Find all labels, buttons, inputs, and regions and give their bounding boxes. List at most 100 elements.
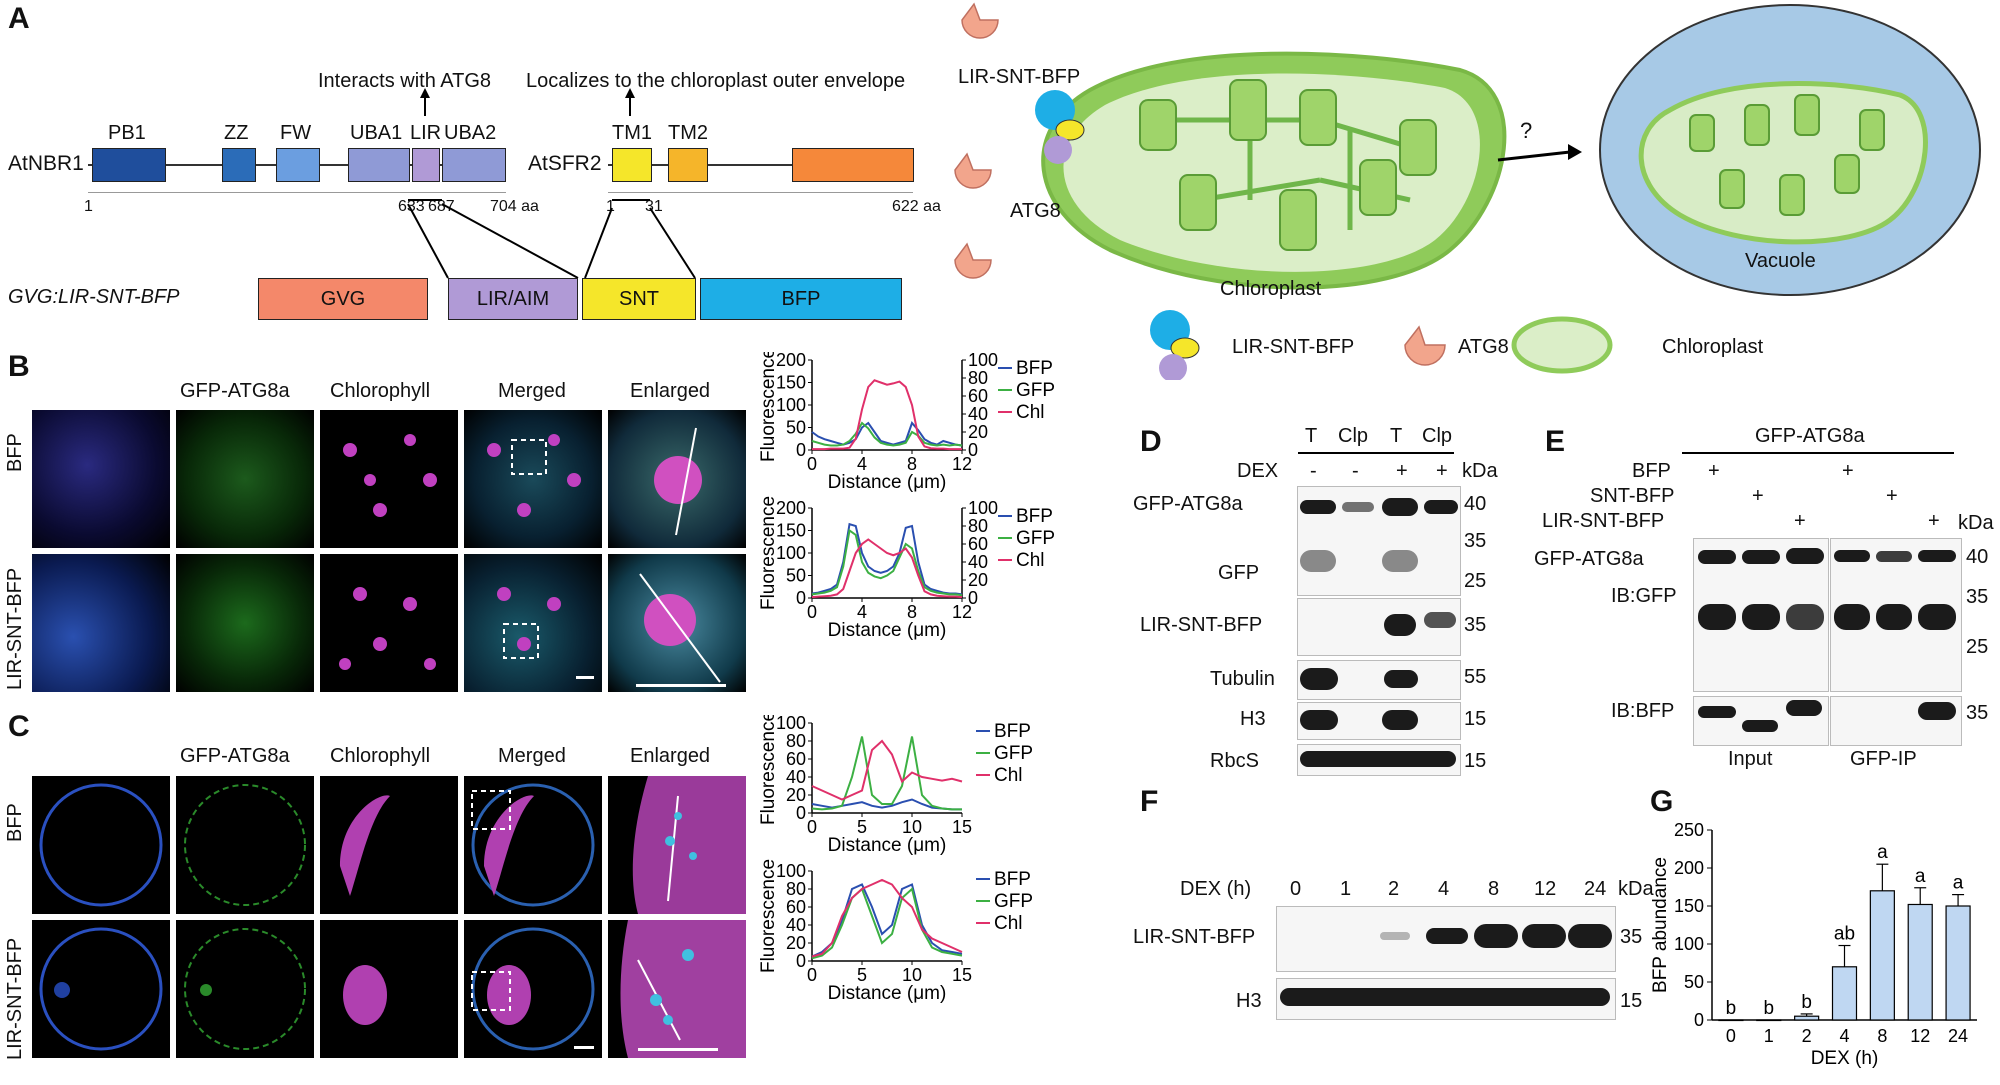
- profile-xlabel: Distance (μm): [828, 983, 947, 1004]
- profile-series-bfp: [811, 522, 963, 596]
- d-dex-1: -: [1310, 460, 1317, 482]
- g-ylabel: BFP abundance: [1650, 857, 1671, 993]
- e-band-in-free-3: [1786, 604, 1824, 630]
- d-marker-55: 55: [1464, 666, 1487, 688]
- profile-legend-bfp: BFP: [1016, 506, 1053, 527]
- profile-series-chl: [811, 739, 963, 801]
- e-label-ibbfp: IB:BFP: [1611, 700, 1675, 722]
- e-marker-35b: 35: [1966, 702, 1989, 724]
- profile-y2tick-label: 40: [968, 404, 988, 424]
- e-band-bfp-in-3: [1786, 700, 1822, 716]
- f-band-lir-4: [1426, 928, 1468, 944]
- profile-xtick-label: 10: [902, 817, 922, 837]
- legend-atg8: ATG8: [1458, 336, 1509, 358]
- nbr1-tick-633: 633: [398, 198, 425, 215]
- micrograph-c-lir-chl: [320, 920, 458, 1058]
- d-band-h3-1: [1300, 710, 1338, 730]
- d-marker-35a: 35: [1464, 530, 1487, 552]
- sfr2-tick-1: 1: [606, 198, 615, 215]
- e-band-bfp-ip-3: [1918, 702, 1956, 720]
- g-xtick-label: 4: [1839, 1026, 1849, 1046]
- panel-letter-e: E: [1545, 425, 1566, 458]
- sfr2-annotation: Localizes to the chloroplast outer envel…: [526, 70, 906, 92]
- label-zz: ZZ: [224, 122, 249, 144]
- profile-xtick-label: 5: [857, 965, 867, 985]
- f-marker-35: 35: [1620, 926, 1643, 948]
- f-kda: kDa: [1618, 878, 1654, 900]
- construct-name: GVG:LIR-SNT-BFP: [8, 286, 180, 308]
- d-col-2: Clp: [1338, 425, 1369, 447]
- e-plus-5: +: [1886, 485, 1898, 507]
- profile-series-gfp: [811, 887, 963, 960]
- e-row-bfp: BFP: [1632, 460, 1671, 482]
- profile-y2tick-label: 100: [968, 352, 998, 370]
- profile-series-bfp: [811, 883, 963, 958]
- schematic-chloroplast-label: Chloroplast: [1220, 278, 1322, 300]
- schematic-lir-snt-bfp-label: LIR-SNT-BFP: [958, 66, 1081, 88]
- profile-ytick-label: 200: [776, 498, 806, 518]
- profile-ytick-label: 0: [796, 803, 806, 823]
- d-band-h3-3: [1382, 710, 1418, 730]
- profile-series-gfp: [811, 528, 963, 597]
- profile-ytick-label: 40: [786, 915, 806, 935]
- profile-xtick-label: 4: [857, 454, 867, 474]
- d-marker-40: 40: [1464, 493, 1487, 515]
- e-band-ip-free-1: [1834, 604, 1870, 630]
- domain-zz: [222, 148, 256, 182]
- micrograph-b-lir-merged: [464, 554, 602, 692]
- profile-xtick-label: 12: [952, 454, 972, 474]
- f-row-lir: LIR-SNT-BFP: [1133, 926, 1256, 948]
- domain-uba1: [348, 148, 410, 182]
- profile-ytick-label: 200: [776, 352, 806, 370]
- domain-lir: [412, 148, 440, 182]
- d-dex-2: -: [1352, 460, 1359, 482]
- panel-c-col-gfp-atg8a: GFP-ATG8a: [180, 745, 290, 767]
- profile-ytick-label: 20: [786, 933, 806, 953]
- nbr1-tick-704: 704 aa: [490, 198, 539, 215]
- g-ytick-label: 0: [1694, 1010, 1704, 1030]
- micrograph-b-bfp-gfp: [176, 410, 314, 548]
- micrograph-b-lir-bfp: [32, 554, 170, 692]
- panel-b-row-lir-snt-bfp: LIR-SNT-BFP: [4, 567, 26, 690]
- panel-c-col-chlorophyll: Chlorophyll: [330, 745, 431, 767]
- f-time-2: 2: [1388, 878, 1400, 900]
- profile-series-gfp: [811, 736, 962, 811]
- f-time-24: 24: [1584, 878, 1607, 900]
- d-marker-25: 25: [1464, 570, 1487, 592]
- profile-ytick-label: 60: [786, 897, 806, 917]
- label-tm1: TM1: [612, 122, 652, 144]
- e-band-in-free-2: [1742, 604, 1780, 630]
- d-col-3: T: [1390, 425, 1403, 447]
- profile-xtick-label: 8: [907, 454, 917, 474]
- profile-legend-bfp: BFP: [1016, 358, 1053, 379]
- g-xtick-label: 8: [1877, 1026, 1887, 1046]
- f-time-0: 0: [1290, 878, 1302, 900]
- d-band-gfp-1: [1300, 550, 1336, 572]
- profile-ylabel: Fluorescence: [758, 859, 779, 973]
- f-band-lir-2: [1380, 932, 1410, 940]
- profile-xtick-label: 15: [952, 817, 972, 837]
- profile-series-chl: [811, 538, 963, 599]
- e-band-ip-2: [1876, 551, 1912, 562]
- d-band-lirsntbfp-4: [1424, 612, 1456, 628]
- profile-legend-gfp: GFP: [994, 891, 1033, 912]
- g-xtick-label: 12: [1910, 1026, 1930, 1046]
- d-band-gfp-3: [1382, 550, 1418, 572]
- sfr2-tick-31: 31: [645, 198, 663, 215]
- e-band-in-3: [1786, 548, 1824, 564]
- panel-c-col-merged: Merged: [498, 745, 566, 767]
- nbr1-name: AtNBR1: [8, 152, 84, 175]
- nbr1-tick-1: 1: [84, 198, 93, 215]
- nbr1-tick-687: 687: [428, 198, 455, 215]
- d-dex-4: +: [1436, 460, 1448, 482]
- legend-lir-snt-bfp: LIR-SNT-BFP: [1232, 336, 1355, 358]
- d-band-gfpatg8a-1: [1300, 500, 1336, 514]
- label-lir: LIR: [410, 122, 442, 144]
- d-band-tubulin-3: [1384, 670, 1418, 688]
- d-row-lirsntbfp: LIR-SNT-BFP: [1140, 614, 1263, 636]
- micrograph-c-bfp-chl: [320, 776, 458, 914]
- e-plus-3: +: [1794, 510, 1806, 532]
- profile-legend-bfp: BFP: [994, 869, 1031, 890]
